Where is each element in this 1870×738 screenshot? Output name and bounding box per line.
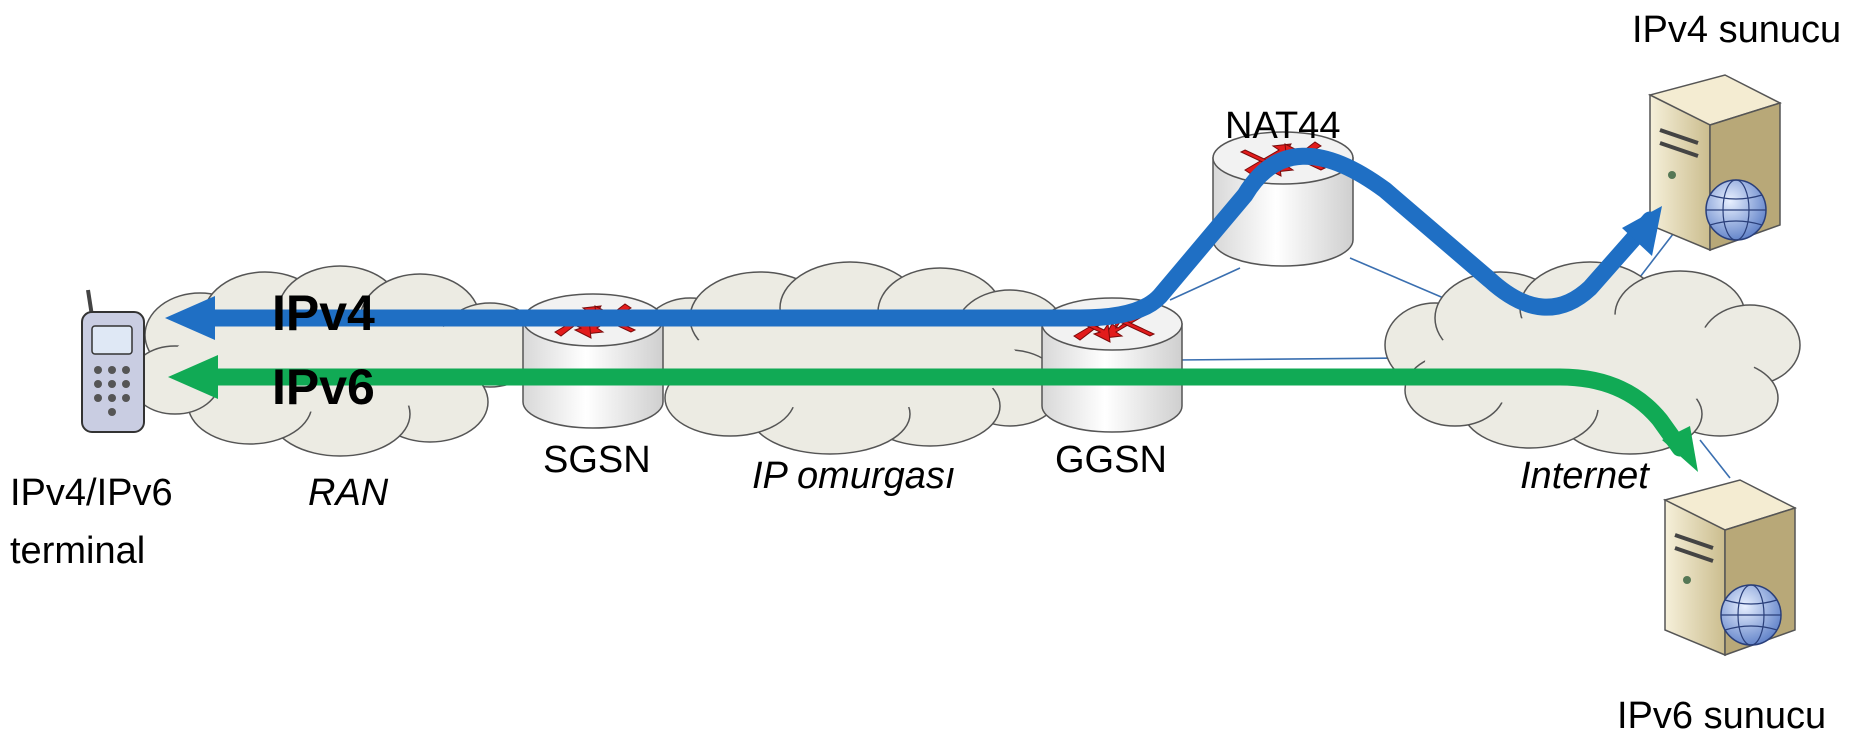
sgsn-label: SGSN <box>543 439 651 481</box>
flow-ipv6-label: IPv6 <box>272 359 375 415</box>
ipv4-arrowhead-terminal <box>165 296 215 340</box>
ipv6-server-label: IPv6 sunucu <box>1617 695 1826 737</box>
terminal-label-line2: terminal <box>10 530 145 572</box>
nat44-label: NAT44 <box>1225 105 1340 147</box>
server-ipv4 <box>1647 74 1782 252</box>
flow-ipv6-path <box>168 355 1698 472</box>
ipv6-arrowhead-server <box>1662 426 1698 472</box>
terminal-label-line1: IPv4/IPv6 <box>10 472 173 514</box>
globe-icon <box>1720 584 1782 646</box>
cloud-backbone <box>639 261 1066 455</box>
ipv6-arrowhead-terminal <box>168 355 218 399</box>
flow-ipv4-label: IPv4 <box>272 285 375 341</box>
globe-icon <box>1705 179 1767 241</box>
cloud-internet <box>1384 261 1801 455</box>
link-internet-ipv6-server <box>1699 439 1731 479</box>
flow-ipv4-path <box>165 147 1662 340</box>
backbone-label: IP omurgası <box>752 455 955 497</box>
ipv4-arrowhead-server <box>1622 206 1662 256</box>
mobile-phone-icon <box>81 289 145 433</box>
ran-label: RAN <box>308 472 389 514</box>
internet-label: Internet <box>1520 455 1650 497</box>
ggsn-label: GGSN <box>1055 439 1167 481</box>
ipv4-server-label: IPv4 sunucu <box>1632 9 1841 51</box>
server-ipv6 <box>1662 479 1797 657</box>
link-ggsn-internet <box>1174 357 1401 361</box>
link-ggsn-nat <box>1169 267 1241 301</box>
